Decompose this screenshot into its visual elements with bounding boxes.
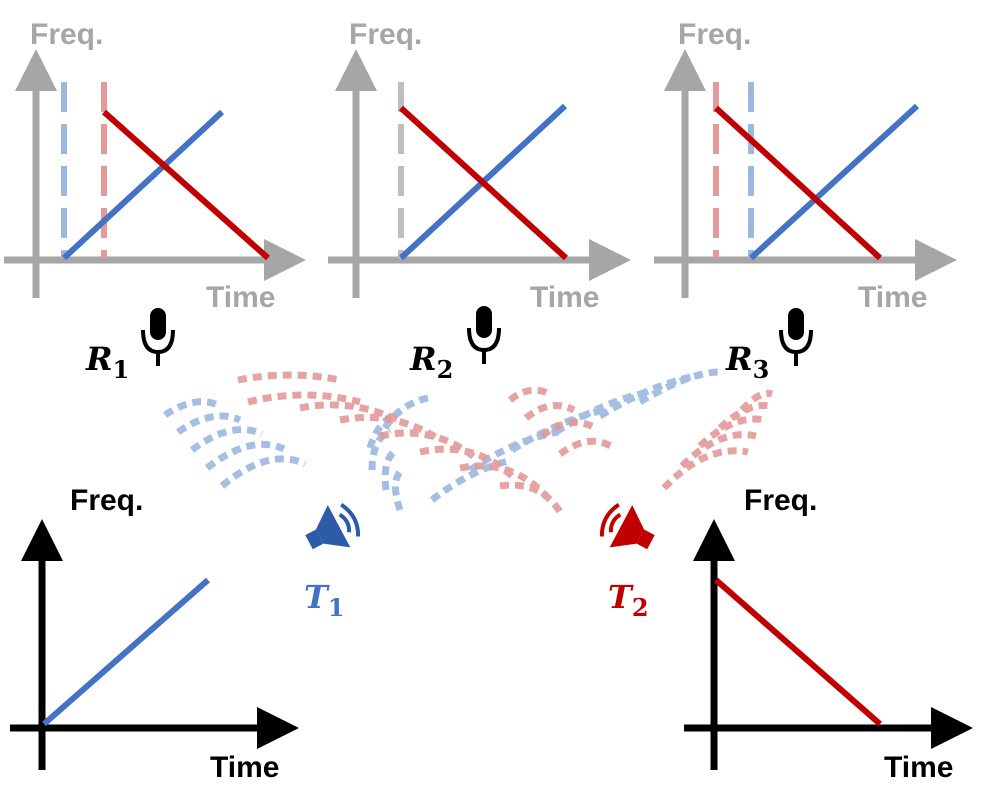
microphone-icon (467, 306, 501, 364)
receiver-r1: R1 (85, 308, 175, 384)
red-chirp-line (398, 105, 569, 261)
receiver-subscript: 2 (437, 355, 454, 384)
receiver-letter: R1 (85, 340, 129, 384)
transmitter-subscript: 2 (632, 593, 649, 622)
transmitter-t1: T1 (304, 503, 361, 622)
x-axis-label: Time (210, 751, 279, 784)
bottom-chart-1: Freq. Time (10, 484, 299, 784)
top-chart-1: Freq. Time (4, 18, 306, 314)
wave-t2-to-r3 (661, 389, 774, 491)
blue-chirp-line (748, 103, 920, 261)
blue-chirp-line (61, 109, 225, 261)
red-chirp-line (714, 577, 882, 727)
transmitter-subscript: 1 (328, 593, 345, 622)
x-axis-label: Time (206, 281, 275, 314)
x-axis-label: Time (858, 281, 927, 314)
receiver-subscript: 3 (753, 355, 770, 384)
y-axis-label: Freq. (30, 18, 103, 51)
wave-t1-to-r2 (366, 394, 429, 512)
y-axis-label: Freq. (70, 484, 143, 517)
receiver-letter: R3 (725, 340, 769, 384)
wave-t2-to-r1 (237, 371, 563, 514)
red-chirp-line (102, 109, 270, 261)
wave-t1-to-r3 (429, 368, 721, 503)
y-axis-label: Freq. (744, 484, 817, 517)
transmitter-t2: T2 (599, 503, 655, 622)
receiver-r2: R2 (409, 306, 501, 384)
red-chirp-line (713, 105, 883, 261)
x-axis-label: Time (530, 281, 599, 314)
wave-t2-to-r2 (507, 386, 616, 457)
transmitter-letter: T2 (608, 578, 649, 622)
microphone-icon (141, 308, 175, 366)
receiver-r3: R3 (725, 308, 813, 384)
y-axis-label: Freq. (349, 18, 422, 51)
bottom-chart-2: Freq. Time (684, 484, 973, 784)
wave-t1-to-r1 (163, 398, 307, 489)
speaker-icon (599, 503, 655, 550)
top-chart-3: Freq. Time (654, 18, 957, 314)
y-axis-label: Freq. (678, 18, 751, 51)
top-chart-2: Freq. Time (328, 18, 631, 314)
speaker-icon (305, 503, 361, 550)
transmitter-letter: T1 (304, 578, 345, 622)
x-axis-label: Time (884, 751, 953, 784)
blue-chirp-line (42, 577, 210, 727)
receiver-subscript: 1 (113, 355, 130, 384)
microphone-icon (779, 308, 813, 366)
receiver-letter: R2 (409, 340, 453, 384)
